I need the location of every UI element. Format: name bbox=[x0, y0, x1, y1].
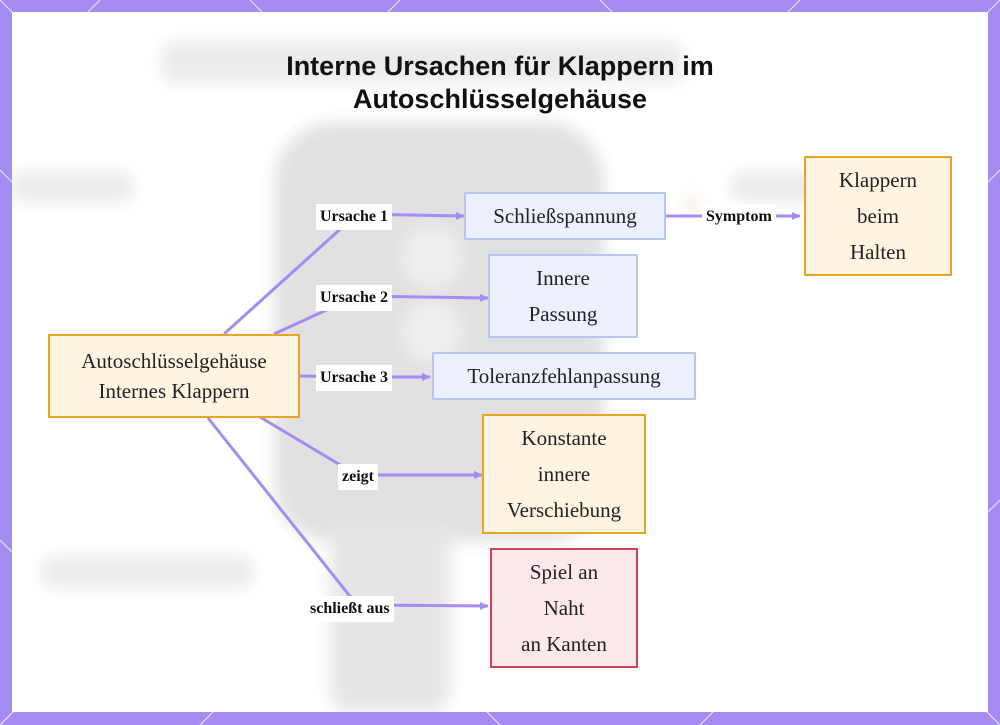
node-konstante-line-2: innere bbox=[538, 456, 590, 492]
node-toleranz-line-1: Toleranzfehlanpassung bbox=[467, 358, 660, 394]
node-root: Autoschlüsselgehäuse Internes Klappern bbox=[48, 334, 300, 418]
node-root-line-2: Internes Klappern bbox=[98, 376, 249, 406]
node-schliessspannung: Schließspannung bbox=[464, 192, 666, 240]
edge-label-symptom: Symptom bbox=[702, 204, 776, 230]
node-klappern-beim-halten: Klappern beim Halten bbox=[804, 156, 952, 276]
node-konstante-line-3: Verschiebung bbox=[507, 492, 621, 528]
node-klappern-line-3: Halten bbox=[850, 234, 906, 270]
node-spiel-line-1: Spiel an bbox=[530, 554, 598, 590]
node-passung-line-2: Passung bbox=[529, 296, 598, 332]
node-spiel-an-naht: Spiel an Naht an Kanten bbox=[490, 548, 638, 668]
edge-label-ursache-3: Ursache 3 bbox=[316, 365, 392, 391]
node-konstante-verschiebung: Konstante innere Verschiebung bbox=[482, 414, 646, 534]
node-klappern-line-1: Klappern bbox=[839, 162, 917, 198]
edge-schliesst-aus-line bbox=[208, 418, 488, 606]
node-spiel-line-2: Naht bbox=[544, 590, 585, 626]
node-root-line-1: Autoschlüsselgehäuse bbox=[81, 346, 266, 376]
node-konstante-line-1: Konstante bbox=[521, 420, 606, 456]
node-passung-line-1: Innere bbox=[536, 260, 590, 296]
node-innere-passung: Innere Passung bbox=[488, 254, 638, 338]
node-spiel-line-3: an Kanten bbox=[521, 626, 607, 662]
edge-label-zeigt: zeigt bbox=[338, 464, 378, 490]
node-schliessspannung-line-1: Schließspannung bbox=[493, 198, 636, 234]
edge-label-ursache-1: Ursache 1 bbox=[316, 204, 392, 230]
diagram-canvas: Interne Ursachen für Klappern im Autosch… bbox=[12, 12, 988, 712]
node-klappern-line-2: beim bbox=[857, 198, 899, 234]
edge-label-schliesst-aus: schließt aus bbox=[306, 596, 394, 622]
node-toleranzfehlanpassung: Toleranzfehlanpassung bbox=[432, 352, 696, 400]
edge-label-ursache-2: Ursache 2 bbox=[316, 285, 392, 311]
edge-ursache1-line bbox=[224, 214, 464, 334]
